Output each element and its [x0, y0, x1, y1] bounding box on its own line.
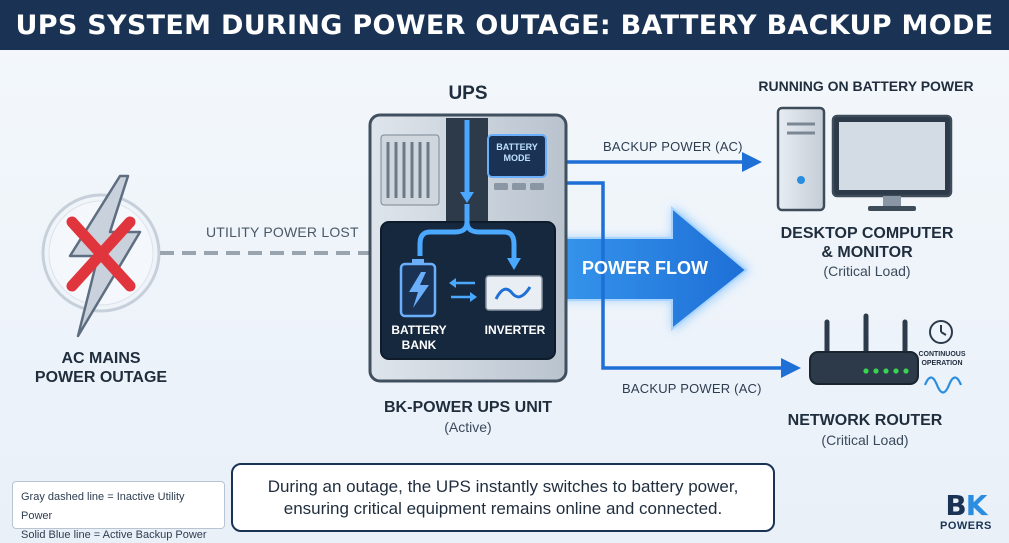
- desktop-computer-icon: [776, 106, 953, 212]
- backup-power-top-label: BACKUP POWER (AC): [603, 139, 743, 154]
- computer-label-line2: & MONITOR: [821, 244, 913, 261]
- note-line1: During an outage, the UPS instantly swit…: [267, 476, 739, 496]
- outage-label: AC MAINS POWER OUTAGE: [20, 349, 182, 387]
- ups-unit-status: (Active): [444, 419, 492, 435]
- inverter-label: INVERTER: [484, 323, 546, 337]
- computer-heading: RUNNING ON BATTERY POWER: [758, 78, 974, 94]
- sine-wave-icon: [923, 376, 963, 394]
- ups-unit: [368, 113, 568, 383]
- brand-logo: BK POWERS: [940, 489, 992, 533]
- title-bar: UPS SYSTEM DURING POWER OUTAGE: BATTERY …: [0, 0, 1009, 50]
- legend-inactive-line: Gray dashed line = Inactive Utility Powe…: [21, 491, 185, 522]
- continuous-line1: CONTINUOUS: [918, 351, 966, 358]
- outage-icon: [41, 174, 161, 338]
- backup-line-top: [565, 152, 762, 172]
- battery-bank-line2: BANK: [401, 338, 437, 352]
- note-line2: ensuring critical equipment remains onli…: [283, 498, 723, 518]
- computer-label-line1: DESKTOP COMPUTER: [780, 225, 954, 242]
- brand-letter-b: B: [945, 489, 966, 522]
- ups-unit-label: BK-POWER UPS UNIT: [384, 399, 552, 416]
- page-title: UPS SYSTEM DURING POWER OUTAGE: BATTERY …: [15, 9, 994, 41]
- outage-label-line1: AC MAINS: [61, 350, 141, 367]
- continuous-operation-label: CONTINUOUS OPERATION: [910, 350, 974, 368]
- ups-vent: [380, 134, 440, 206]
- bidirectional-arrows-icon: [449, 278, 477, 302]
- continuous-line2: OPERATION: [921, 360, 963, 367]
- explanation-note: During an outage, the UPS instantly swit…: [231, 463, 775, 532]
- battery-mode-text: BATTERY MODE: [488, 142, 546, 164]
- brand-subtitle: POWERS: [940, 520, 992, 532]
- backup-power-bottom-label: BACKUP POWER (AC): [622, 381, 762, 396]
- battery-icon: [399, 259, 437, 318]
- battery-mode-display: [487, 134, 547, 178]
- ups-heading: UPS: [448, 83, 488, 104]
- backup-line-bottom: [565, 181, 801, 378]
- router-status: (Critical Load): [821, 432, 909, 448]
- brand-letter-k: K: [965, 489, 988, 522]
- battery-mode-line1: BATTERY: [496, 142, 538, 152]
- battery-bank-label: BATTERY BANK: [384, 323, 454, 353]
- computer-label: DESKTOP COMPUTER & MONITOR: [764, 224, 970, 262]
- battery-mode-line2: MODE: [503, 153, 531, 163]
- battery-bank-line1: BATTERY: [391, 323, 447, 337]
- utility-power-lost-label: UTILITY POWER LOST: [206, 224, 359, 240]
- computer-status: (Critical Load): [823, 263, 911, 279]
- router-label: NETWORK ROUTER: [787, 412, 943, 429]
- power-flow-label: POWER FLOW: [582, 258, 708, 278]
- legend-active-line: Solid Blue line = Active Backup Power: [21, 529, 207, 541]
- legend: Gray dashed line = Inactive Utility Powe…: [12, 481, 225, 541]
- network-router-icon: [809, 313, 919, 385]
- outage-label-line2: POWER OUTAGE: [34, 369, 168, 386]
- clock-icon: [929, 320, 953, 344]
- inverter-icon: [485, 275, 543, 311]
